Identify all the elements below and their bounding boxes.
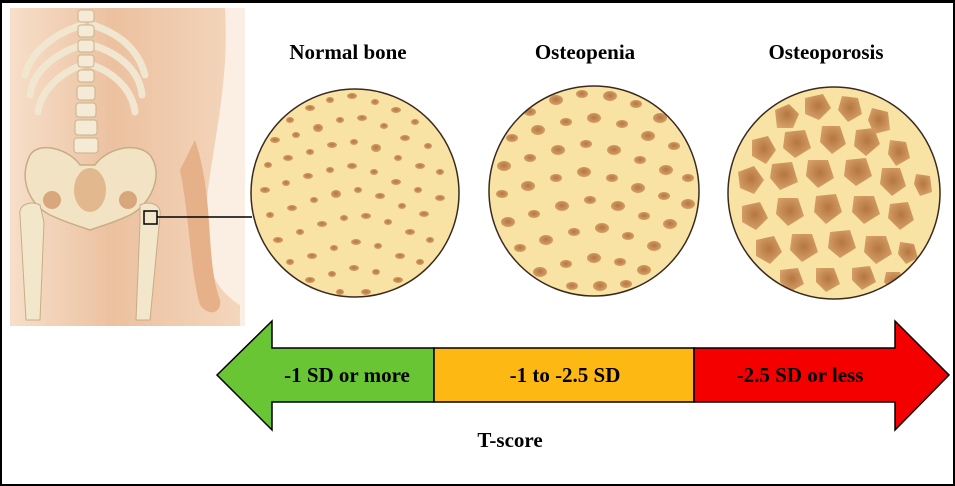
osteopenia-circle xyxy=(489,86,699,296)
tscore-label: T-score xyxy=(440,428,580,453)
label-osteopenia-range: -1 to -2.5 SD xyxy=(440,363,690,388)
title-osteopenia: Osteopenia xyxy=(475,40,695,65)
title-osteoporosis: Osteoporosis xyxy=(716,40,936,65)
label-normal-range: -1 SD or more xyxy=(262,363,432,388)
osteoporosis-circle xyxy=(728,87,940,299)
title-normal-bone: Normal bone xyxy=(238,40,458,65)
skeleton-illustration xyxy=(10,8,252,326)
normal-bone-circle xyxy=(251,89,459,297)
label-osteoporosis-range: -2.5 SD or less xyxy=(700,363,900,388)
